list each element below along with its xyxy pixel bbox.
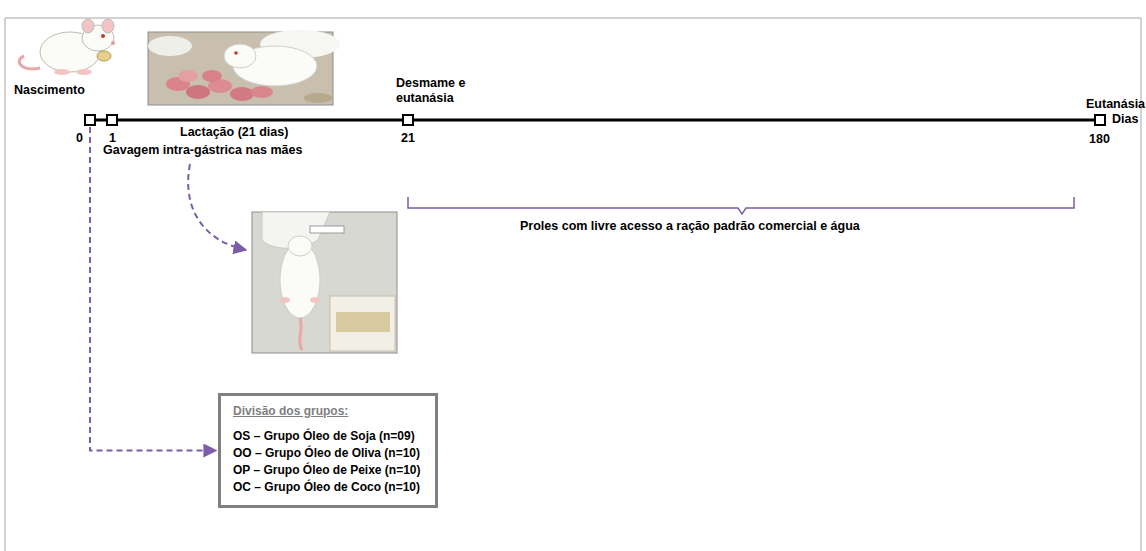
pup xyxy=(178,70,198,82)
rat-foot xyxy=(310,297,320,303)
group-item: OO – Grupo Óleo de Oliva (n=10) xyxy=(233,445,421,462)
dashed-leader xyxy=(90,127,216,451)
day-number: 180 xyxy=(1089,132,1110,147)
photo-frame xyxy=(252,212,397,353)
mother-pups-photo xyxy=(148,30,340,105)
event-label: Desmame e eutanásia xyxy=(396,76,472,106)
timeline-axis xyxy=(90,119,1100,122)
mother-rat-eye xyxy=(234,51,238,55)
period-bracket xyxy=(408,197,1074,214)
pup xyxy=(202,70,222,82)
bedding xyxy=(304,93,332,103)
rat-nose xyxy=(111,41,115,45)
period-label: Proles com livre acesso a ração padrão c… xyxy=(520,219,860,234)
rat-ear xyxy=(102,19,114,33)
gavage-photo xyxy=(252,212,397,353)
rat-head xyxy=(288,236,312,256)
event-label: Eutanásia xyxy=(1086,97,1145,112)
timeline-marker xyxy=(403,115,413,125)
figure-frame xyxy=(5,18,1141,551)
day-number: 21 xyxy=(401,131,415,146)
group-item: OS – Grupo Óleo de Soja (n=09) xyxy=(233,428,421,445)
box-heading: Divisão dos grupos: xyxy=(233,403,421,420)
rat-food xyxy=(97,51,111,61)
period-label: Lactação (21 dias) xyxy=(180,125,288,140)
day-number: 0 xyxy=(76,131,83,146)
rat-illustration xyxy=(19,19,115,75)
rat-foot xyxy=(76,69,92,75)
axis-unit: Dias xyxy=(1112,112,1138,127)
timeline-marker xyxy=(107,115,117,125)
pup xyxy=(186,85,210,99)
procedure-label: Gavagem intra-gástrica nas mães xyxy=(103,143,302,158)
timeline-marker xyxy=(1095,115,1105,125)
group-item: OC – Grupo Óleo de Coco (n=10) xyxy=(233,479,421,496)
cage-bedding xyxy=(336,312,390,332)
event-label: Nascimento xyxy=(14,83,85,98)
timeline-marker xyxy=(85,115,95,125)
rat-tail xyxy=(19,56,40,69)
rat-ear xyxy=(82,19,94,33)
syringe xyxy=(310,226,344,233)
cage-box xyxy=(330,296,395,351)
pup xyxy=(251,86,273,98)
dashed-arrow xyxy=(188,164,246,250)
group-item: OP – Grupo Óleo de Peixe (n=10) xyxy=(233,462,421,479)
rat-eye xyxy=(101,34,105,38)
rat-tail xyxy=(300,318,302,350)
group-box: Divisão dos grupos: OS – Grupo Óleo de So… xyxy=(218,393,438,508)
nest-cotton xyxy=(148,36,192,56)
pup xyxy=(230,87,254,101)
mother-rat-head xyxy=(224,44,256,68)
rat-foot xyxy=(54,69,70,75)
rat-foot xyxy=(280,297,290,303)
